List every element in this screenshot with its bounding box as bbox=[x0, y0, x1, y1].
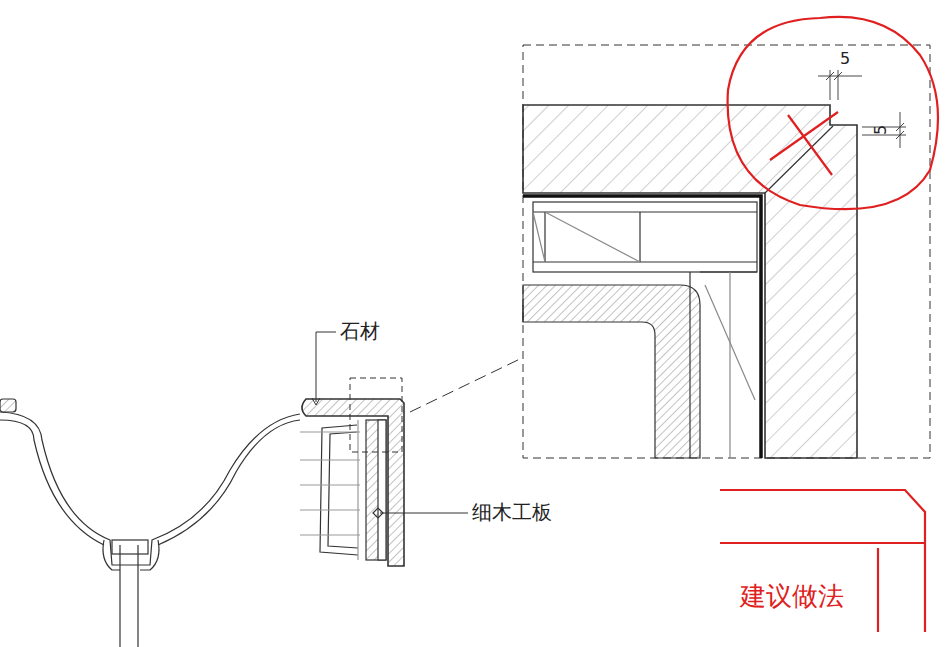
corner-detail bbox=[523, 45, 930, 458]
material-label: 石材 bbox=[340, 320, 380, 342]
sink-section bbox=[0, 399, 404, 647]
red-markup bbox=[720, 17, 938, 632]
markup-note: 建议做法 bbox=[740, 582, 844, 611]
dimension-value: 5 bbox=[840, 50, 850, 68]
dimension-value: 5 bbox=[872, 125, 890, 135]
dimension-lines bbox=[818, 70, 906, 148]
leader-lines bbox=[312, 332, 522, 513]
material-label: 细木工板 bbox=[472, 501, 552, 523]
